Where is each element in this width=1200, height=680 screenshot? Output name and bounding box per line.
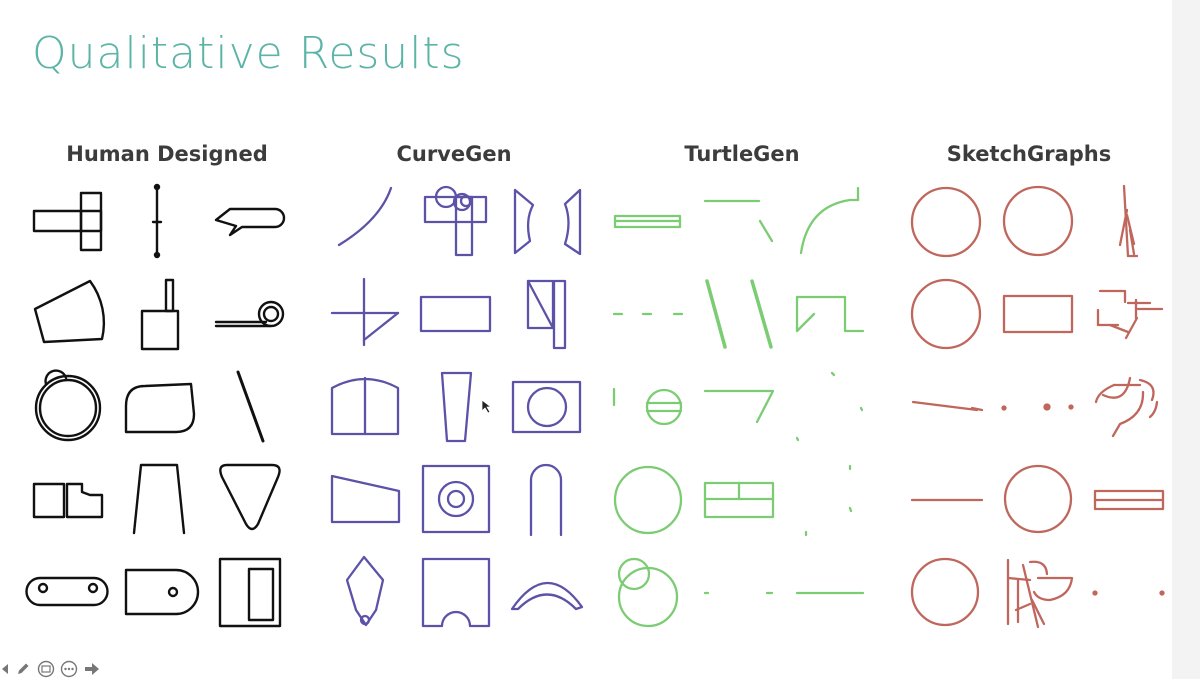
curvegen-sketch-r1c1 bbox=[337, 186, 393, 247]
human-sketch-r5c3 bbox=[218, 557, 282, 628]
sketchgraphs-sketch-r5c3 bbox=[1092, 590, 1165, 596]
column-heading-human-designed: Human Designed bbox=[66, 142, 268, 166]
curvegen-sketch-r5c3 bbox=[510, 581, 584, 611]
mouse-cursor-icon bbox=[481, 399, 492, 414]
human-sketch-r1c2 bbox=[151, 183, 163, 259]
curvegen-sketch-r3c2 bbox=[440, 371, 473, 443]
turtlegen-sketch-r4c3 bbox=[804, 464, 853, 537]
sketchgraphs-sketch-r1c2 bbox=[1002, 185, 1074, 257]
human-sketch-r2c2 bbox=[140, 278, 180, 351]
window-edge bbox=[1172, 0, 1200, 679]
presenter-toolbar bbox=[0, 658, 102, 680]
turtlegen-sketch-r4c2 bbox=[703, 481, 775, 519]
turtlegen-sketch-r5c1 bbox=[617, 557, 679, 628]
turtlegen-sketches bbox=[612, 186, 865, 628]
turtlegen-sketch-r2c3 bbox=[795, 295, 865, 333]
curvegen-sketch-r2c3 bbox=[526, 279, 567, 350]
curvegen-sketch-r1c3 bbox=[513, 188, 582, 256]
sketchgraphs-sketch-r3c3 bbox=[1094, 376, 1159, 438]
human-sketch-r4c1 bbox=[32, 482, 104, 519]
slides-grid-icon bbox=[37, 660, 55, 678]
more-options-icon bbox=[60, 660, 78, 678]
turtlegen-sketch-r2c2 bbox=[705, 279, 773, 349]
sketchgraphs-sketch-r4c2 bbox=[1003, 464, 1073, 534]
curvegen-sketches bbox=[330, 185, 584, 628]
sketchgraphs-sketch-r3c1 bbox=[911, 400, 984, 412]
next-slide-button[interactable] bbox=[82, 659, 102, 679]
human-sketch-r3c2 bbox=[124, 382, 196, 434]
slides-grid-button[interactable] bbox=[36, 659, 56, 679]
column-heading-curvegen: CurveGen bbox=[396, 142, 512, 166]
human-sketch-r5c2 bbox=[124, 568, 200, 616]
curvegen-sketch-r3c3 bbox=[511, 380, 582, 434]
sketchgraphs-sketch-r1c3 bbox=[1118, 184, 1139, 258]
turtlegen-sketch-r3c3 bbox=[795, 371, 864, 442]
curvegen-sketch-r5c1 bbox=[345, 555, 385, 627]
sketchgraphs-sketch-r3c2 bbox=[1001, 403, 1074, 411]
human-sketch-r1c3 bbox=[214, 207, 286, 237]
next-slide-icon bbox=[85, 663, 99, 675]
pen-button[interactable] bbox=[13, 659, 33, 679]
sketchgraphs-sketch-r5c2 bbox=[1006, 558, 1074, 629]
sketchgraphs-sketch-r4c3 bbox=[1093, 489, 1165, 511]
pen-icon bbox=[18, 663, 29, 674]
more-options-button[interactable] bbox=[59, 659, 79, 679]
human-sketch-r3c1 bbox=[34, 369, 102, 442]
human-sketch-r2c3 bbox=[214, 300, 285, 328]
curvegen-sketch-r4c3 bbox=[529, 463, 563, 537]
human-sketch-r5c1 bbox=[25, 576, 109, 607]
human-sketch-r4c3 bbox=[219, 463, 281, 531]
human-sketch-r3c3 bbox=[236, 370, 265, 443]
human-designed-sketches bbox=[25, 183, 286, 628]
curvegen-sketch-r2c2 bbox=[419, 295, 492, 333]
human-sketch-r2c1 bbox=[33, 279, 106, 344]
sketchgraphs-sketches bbox=[910, 184, 1165, 629]
turtlegen-sketch-r1c1 bbox=[613, 214, 682, 229]
column-heading-sketchgraphs: SketchGraphs bbox=[946, 142, 1112, 166]
sketchgraphs-sketch-r2c1 bbox=[910, 278, 982, 350]
slide-title: Qualitative Results bbox=[32, 28, 465, 79]
sketch-grid bbox=[25, 183, 1165, 629]
turtlegen-sketch-r4c1 bbox=[613, 465, 683, 535]
human-sketch-r1c1 bbox=[32, 191, 103, 252]
previous-slide-button[interactable] bbox=[0, 659, 10, 679]
human-sketch-r4c2 bbox=[132, 463, 186, 535]
sketchgraphs-sketch-r2c2 bbox=[1002, 294, 1074, 334]
sketchgraphs-sketch-r2c3 bbox=[1096, 289, 1164, 340]
curvegen-sketch-r4c1 bbox=[330, 474, 401, 524]
sketchgraphs-sketch-r5c1 bbox=[910, 557, 980, 627]
previous-slide-icon bbox=[2, 664, 8, 674]
curvegen-sketch-r5c2 bbox=[421, 557, 491, 628]
turtlegen-sketch-r3c2 bbox=[703, 389, 775, 424]
curvegen-sketch-r3c1 bbox=[330, 376, 400, 436]
sketchgraphs-sketch-r1c1 bbox=[910, 186, 982, 258]
turtlegen-sketch-r1c3 bbox=[799, 186, 860, 255]
curvegen-sketch-r1c2 bbox=[423, 185, 488, 257]
column-heading-turtlegen: TurtleGen bbox=[684, 142, 800, 166]
turtlegen-sketch-r1c2 bbox=[703, 199, 774, 243]
turtlegen-sketch-r3c1 bbox=[612, 387, 683, 426]
curvegen-sketch-r4c2 bbox=[421, 464, 491, 534]
curvegen-sketch-r2c1 bbox=[330, 277, 400, 347]
